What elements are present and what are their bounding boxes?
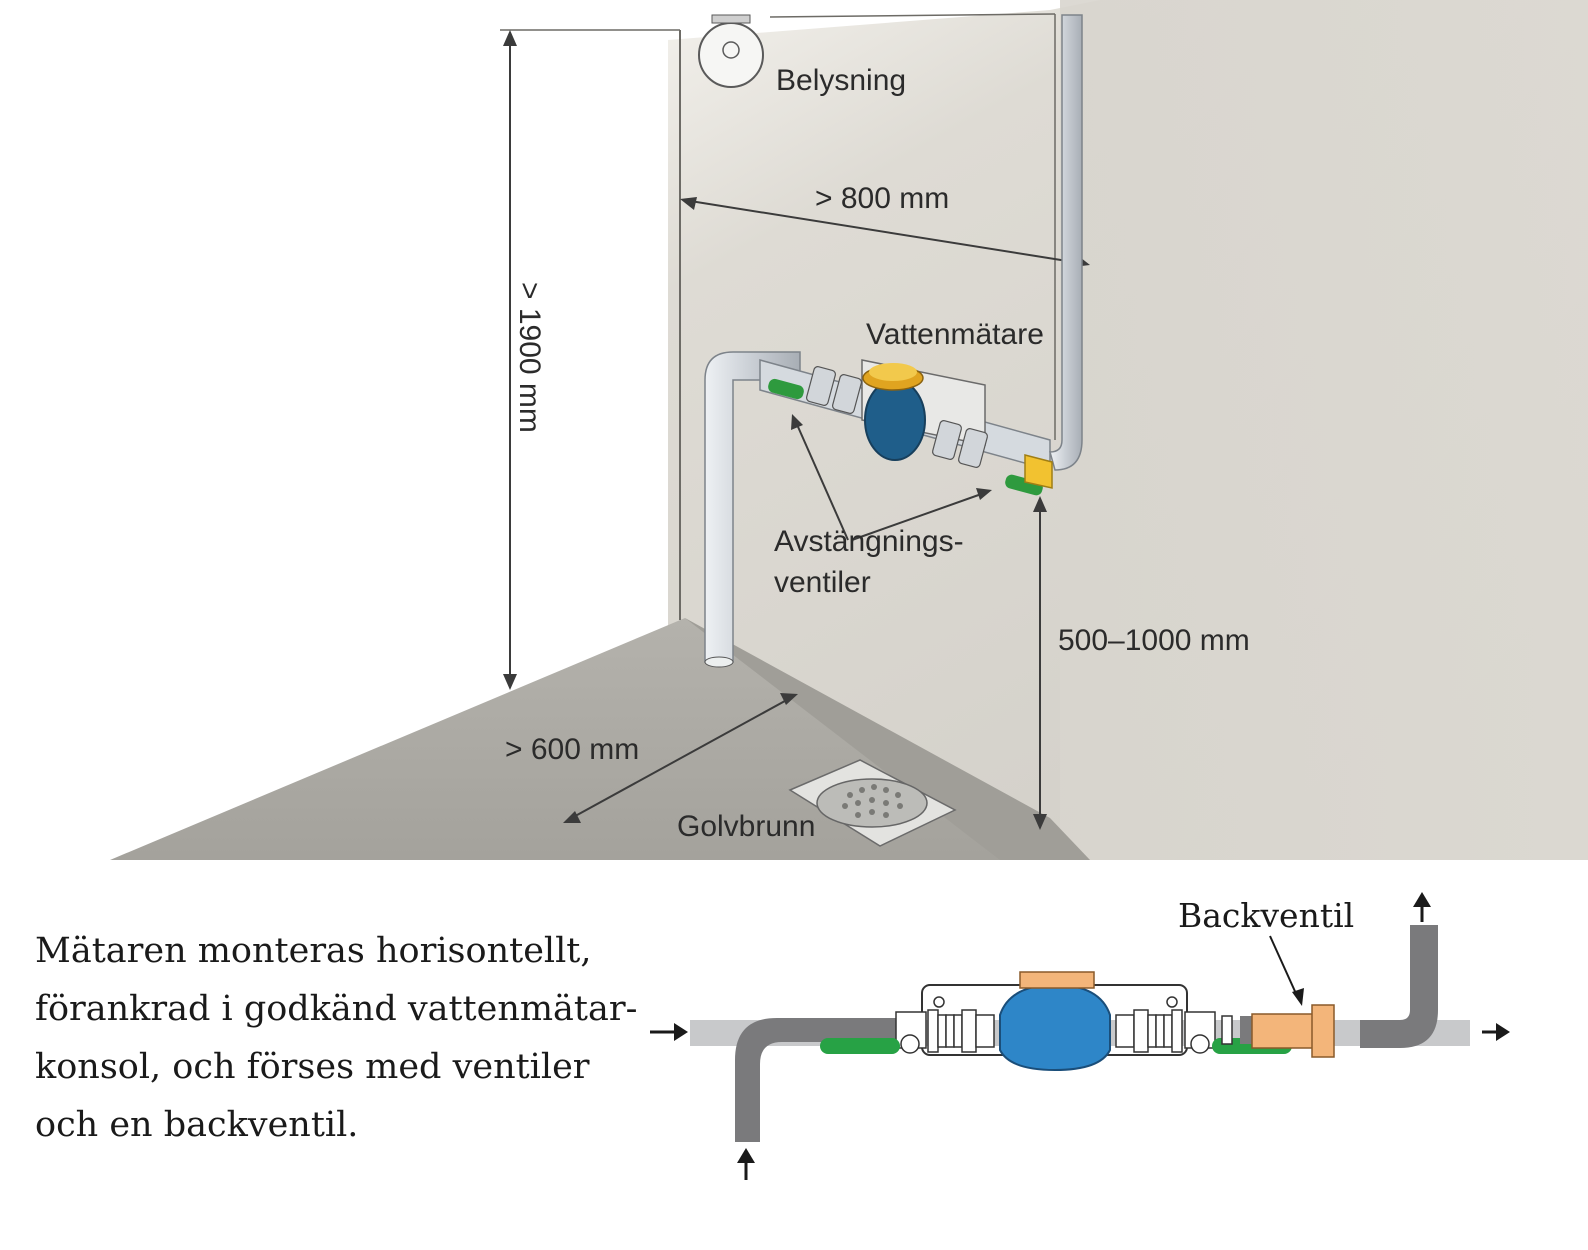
width-label: > 800 mm bbox=[815, 182, 950, 215]
drain-label: Golvbrunn bbox=[677, 810, 816, 843]
schematic-meter-body bbox=[999, 983, 1111, 1072]
schematic-backflow-valve bbox=[1221, 1004, 1335, 1058]
caption-line: Mätaren monteras horisontellt, bbox=[35, 931, 592, 971]
flow-arrow-icon bbox=[1482, 1023, 1510, 1041]
outlet-valve-handle bbox=[1005, 474, 1043, 496]
depth-label: > 600 mm bbox=[505, 733, 640, 766]
valves-label-line2: ventiler bbox=[774, 566, 871, 599]
backflow-pointer bbox=[1269, 935, 1304, 1006]
inlet-valve-handle bbox=[768, 378, 804, 400]
mount-height-dimension-arrow bbox=[1033, 496, 1047, 830]
caption-line: konsol, och förses med ventiler bbox=[35, 1047, 590, 1087]
caption-line: förankrad i godkänd vattenmätar- bbox=[35, 989, 638, 1029]
depth-dimension-arrow bbox=[563, 693, 798, 823]
schematic-inlet-pipe bbox=[735, 1018, 920, 1142]
backflow-valve-icon bbox=[1024, 454, 1053, 489]
height-label: > 1900 mm bbox=[513, 282, 546, 433]
right-wall bbox=[1060, 0, 1588, 860]
valves-pointer bbox=[791, 414, 992, 541]
light-fixture-icon bbox=[698, 14, 764, 88]
caption-line: och en backventil. bbox=[35, 1105, 359, 1145]
schematic-outlet-pipe bbox=[1360, 925, 1438, 1048]
lighting-label: Belysning bbox=[776, 64, 907, 97]
floor-drain-icon bbox=[788, 759, 957, 847]
flow-arrow-icon bbox=[1413, 892, 1431, 922]
backflow-label: Backventil bbox=[1178, 896, 1355, 935]
meter-installation-illustration bbox=[110, 0, 1588, 860]
valves-label-line1: Avstängnings- bbox=[774, 525, 964, 558]
flow-arrow-icon bbox=[737, 1148, 755, 1180]
flow-arrow-icon bbox=[650, 1023, 688, 1041]
mount-height-label: 500–1000 mm bbox=[1058, 624, 1250, 657]
water-meter-icon bbox=[862, 363, 926, 461]
meter-schematic bbox=[650, 892, 1510, 1180]
schematic-inlet-valve-handle bbox=[820, 1038, 900, 1054]
height-dimension-arrow bbox=[503, 30, 517, 690]
meter-label: Vattenmätare bbox=[866, 318, 1044, 351]
schematic-meter-register bbox=[1019, 971, 1095, 989]
caption: Mätaren monteras horisontellt, förankrad… bbox=[35, 922, 655, 1154]
